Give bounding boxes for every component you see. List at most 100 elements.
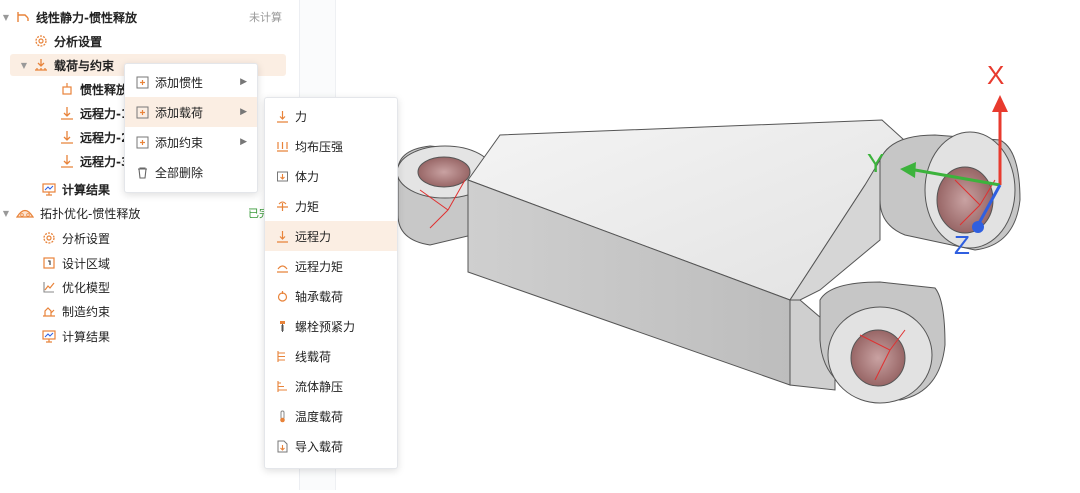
submenu-item-force[interactable]: 力 (265, 101, 397, 131)
opt-model-chart-icon (41, 279, 57, 295)
menu-item-label: 力矩 (295, 199, 320, 214)
tree-node-label: 设计区域 (62, 256, 111, 271)
tree-node-label: 远程力-1 (80, 106, 130, 121)
inertia-relief-icon (59, 81, 75, 97)
z-axis-arrow (976, 184, 1002, 226)
axis-triad (900, 95, 1008, 233)
tree-node-label: 分析设置 (54, 34, 103, 49)
menu-item-label: 导入载荷 (295, 439, 344, 454)
tree-node-mfg-constraint[interactable]: 制造约束 (0, 300, 292, 322)
submenu-item-pressure[interactable]: 均布压强 (265, 131, 397, 161)
results-monitor-icon (41, 181, 57, 197)
tree-node-design-region[interactable]: 设计区域 (0, 252, 292, 274)
remote-force-icon (59, 105, 75, 121)
y-axis-arrow (914, 168, 1001, 187)
collapse-caret-icon[interactable]: ▼ (2, 208, 10, 218)
menu-item-label: 全部删除 (155, 165, 204, 180)
z-axis-label: Z (954, 230, 970, 260)
menu-item-label: 流体静压 (295, 379, 344, 394)
thermometer-icon (275, 409, 289, 423)
pressure-icon (275, 139, 289, 153)
tree-node-remote-force-1[interactable]: 远程力-1 (0, 102, 292, 124)
tree-node-label: 计算结果 (62, 182, 111, 197)
submenu-arrow-icon: ▶ (240, 137, 247, 147)
static-analysis-icon (15, 9, 31, 25)
gear-icon (41, 230, 57, 246)
submenu-item-import-load[interactable]: 导入载荷 (265, 431, 397, 461)
menu-item-label: 均布压强 (295, 139, 344, 154)
tree-node-analysis-settings-2[interactable]: 分析设置 (0, 227, 292, 249)
tree-node-opt-model[interactable]: 优化模型 (0, 276, 292, 298)
menu-item-delete-all[interactable]: 全部删除 (125, 157, 257, 187)
gear-icon (33, 33, 49, 49)
right-lower-lug (819, 281, 946, 404)
menu-item-label: 轴承载荷 (295, 289, 344, 304)
trash-icon (135, 165, 149, 179)
tree-node-label: 拓扑优化-惯性释放 (40, 206, 141, 221)
collapse-caret-icon[interactable]: ▼ (20, 60, 28, 70)
tree-node-topology-opt[interactable]: ▼ 拓扑优化-惯性释放 已完 (0, 202, 292, 224)
menu-item-add-inertia[interactable]: 添加惯性 ▶ (125, 67, 257, 97)
menu-item-label: 力 (295, 109, 308, 124)
bracket-model-render (396, 95, 1021, 404)
submenu-item-moment[interactable]: 力矩 (265, 191, 397, 221)
import-file-icon (275, 439, 289, 453)
status-label: 未计算 (249, 11, 282, 24)
loads-constraints-icon (33, 57, 49, 73)
remote-force-icon (275, 229, 289, 243)
menu-item-label: 添加约束 (155, 135, 204, 150)
results-monitor-icon (41, 328, 57, 344)
submenu-item-bearing-load[interactable]: 轴承载荷 (265, 281, 397, 311)
add-box-icon (135, 75, 149, 89)
bearing-load-icon (275, 289, 289, 303)
submenu-item-remote-force[interactable]: 远程力 (265, 221, 397, 251)
menu-item-add-constraint[interactable]: 添加约束 ▶ (125, 127, 257, 157)
add-load-submenu: 力 均布压强 体力 力矩 远程力 远程力矩 轴承载荷 螺栓预紧力 线载荷 流体静… (264, 97, 398, 469)
submenu-item-bolt-preload[interactable]: 螺栓预紧力 (265, 311, 397, 341)
design-region-icon (41, 255, 57, 271)
remote-moment-icon (275, 259, 289, 273)
submenu-item-line-load[interactable]: 线载荷 (265, 341, 397, 371)
tree-node-label: 计算结果 (62, 329, 111, 344)
tree-node-label: 分析设置 (62, 231, 111, 246)
submenu-item-remote-moment[interactable]: 远程力矩 (265, 251, 397, 281)
line-load-icon (275, 349, 289, 363)
menu-item-add-load[interactable]: 添加载荷 ▶ (125, 97, 257, 127)
menu-item-label: 线载荷 (295, 349, 332, 364)
tree-node-analysis-settings-1[interactable]: 分析设置 (0, 30, 292, 52)
bolt-icon (275, 319, 289, 333)
submenu-item-thermal-load[interactable]: 温度载荷 (265, 401, 397, 431)
tree-node-linear-static[interactable]: ▼ 线性静力-惯性释放 未计算 (0, 6, 292, 28)
manufacturing-icon (41, 303, 57, 319)
remote-force-icon (59, 153, 75, 169)
tree-node-label: 惯性释放 (80, 82, 129, 97)
collapse-caret-icon[interactable]: ▼ (2, 12, 10, 22)
menu-item-label: 体力 (295, 169, 320, 184)
menu-item-label: 添加惯性 (155, 75, 204, 90)
topology-opt-icon (15, 205, 35, 221)
x-axis-arrowhead (992, 95, 1008, 112)
left-lug (396, 145, 494, 246)
menu-item-label: 远程力矩 (295, 259, 344, 274)
submenu-arrow-icon: ▶ (240, 77, 247, 87)
x-axis-label: X (987, 60, 1005, 90)
submenu-item-hydrostatic[interactable]: 流体静压 (265, 371, 397, 401)
body-force-icon (275, 169, 289, 183)
tree-node-inertia-relief[interactable]: 惯性释放 (0, 78, 292, 100)
force-icon (275, 109, 289, 123)
tree-node-label: 远程力-3 (80, 154, 130, 169)
z-axis-arrowhead (972, 221, 984, 233)
menu-item-label: 远程力 (295, 229, 332, 244)
tree-node-label: 远程力-2 (80, 130, 130, 145)
tree-node-remote-force-3[interactable]: 远程力-3 (0, 150, 292, 172)
remote-force-icon (59, 129, 75, 145)
submenu-item-body-force[interactable]: 体力 (265, 161, 397, 191)
tree-node-label: 优化模型 (62, 280, 111, 295)
tree-node-label: 线性静力-惯性释放 (36, 10, 137, 25)
context-menu: 添加惯性 ▶ 添加载荷 ▶ 添加约束 ▶ 全部删除 (124, 63, 258, 193)
moment-icon (275, 199, 289, 213)
submenu-arrow-icon: ▶ (240, 107, 247, 117)
tree-node-remote-force-2[interactable]: 远程力-2 (0, 126, 292, 148)
model-3d-viewport[interactable]: X Y Z (337, 0, 1080, 490)
tree-node-results-2[interactable]: 计算结果 (0, 325, 292, 347)
